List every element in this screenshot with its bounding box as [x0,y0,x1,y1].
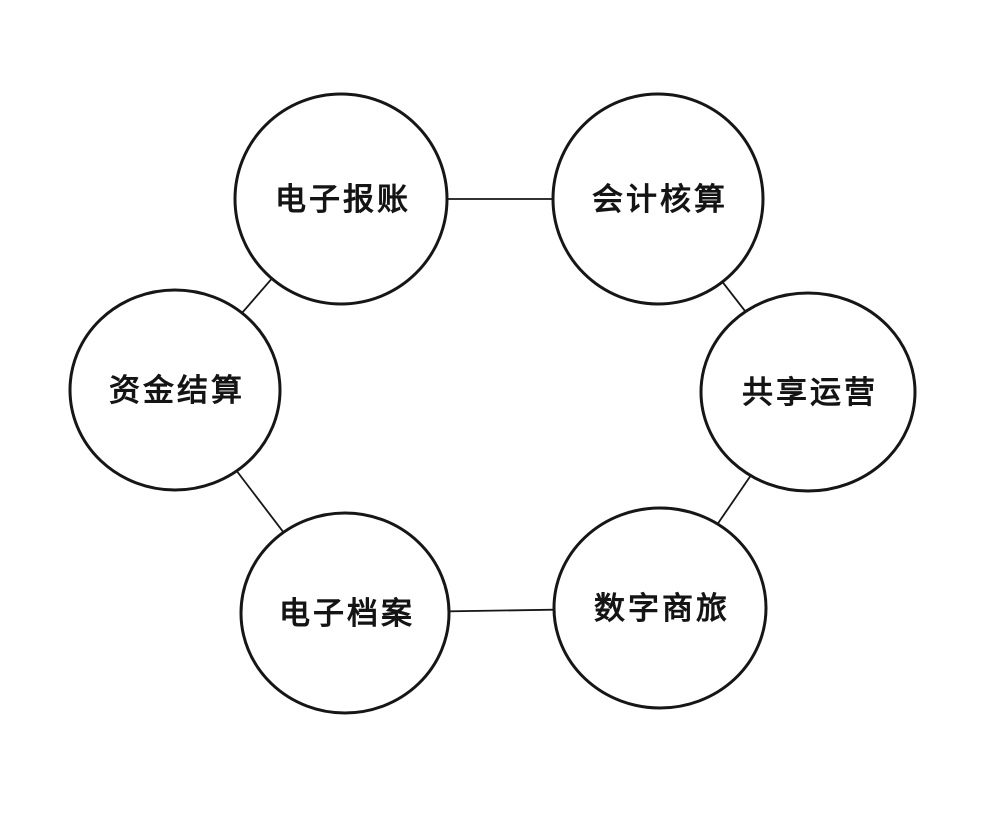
node-fund-settlement-circle [68,288,282,492]
node-accounting-label: 会计核算 [592,182,728,217]
node-digital-business-travel-circle [552,506,768,710]
node-electronic-archives-circle [239,511,451,715]
node-digital-business-travel-label: 数字商旅 [594,591,730,626]
node-accounting-circle [551,92,765,306]
node-shared-operations-circle [699,291,917,493]
node-electronic-reimbursement-circle [233,92,449,306]
node-fund-settlement-label: 资金结算 [109,373,245,408]
node-shared-operations-label: 共享运营 [742,375,878,410]
node-electronic-archives-label: 电子档案 [279,596,415,631]
node-fund-settlement: 资金结算 [68,288,282,492]
node-digital-business-travel: 数字商旅 [552,506,768,710]
node-electronic-archives: 电子档案 [239,511,451,715]
node-accounting: 会计核算 [551,92,765,306]
node-shared-operations: 共享运营 [699,291,917,493]
node-electronic-reimbursement: 电子报账 [233,92,449,306]
node-electronic-reimbursement-label: 电子报账 [275,182,411,217]
